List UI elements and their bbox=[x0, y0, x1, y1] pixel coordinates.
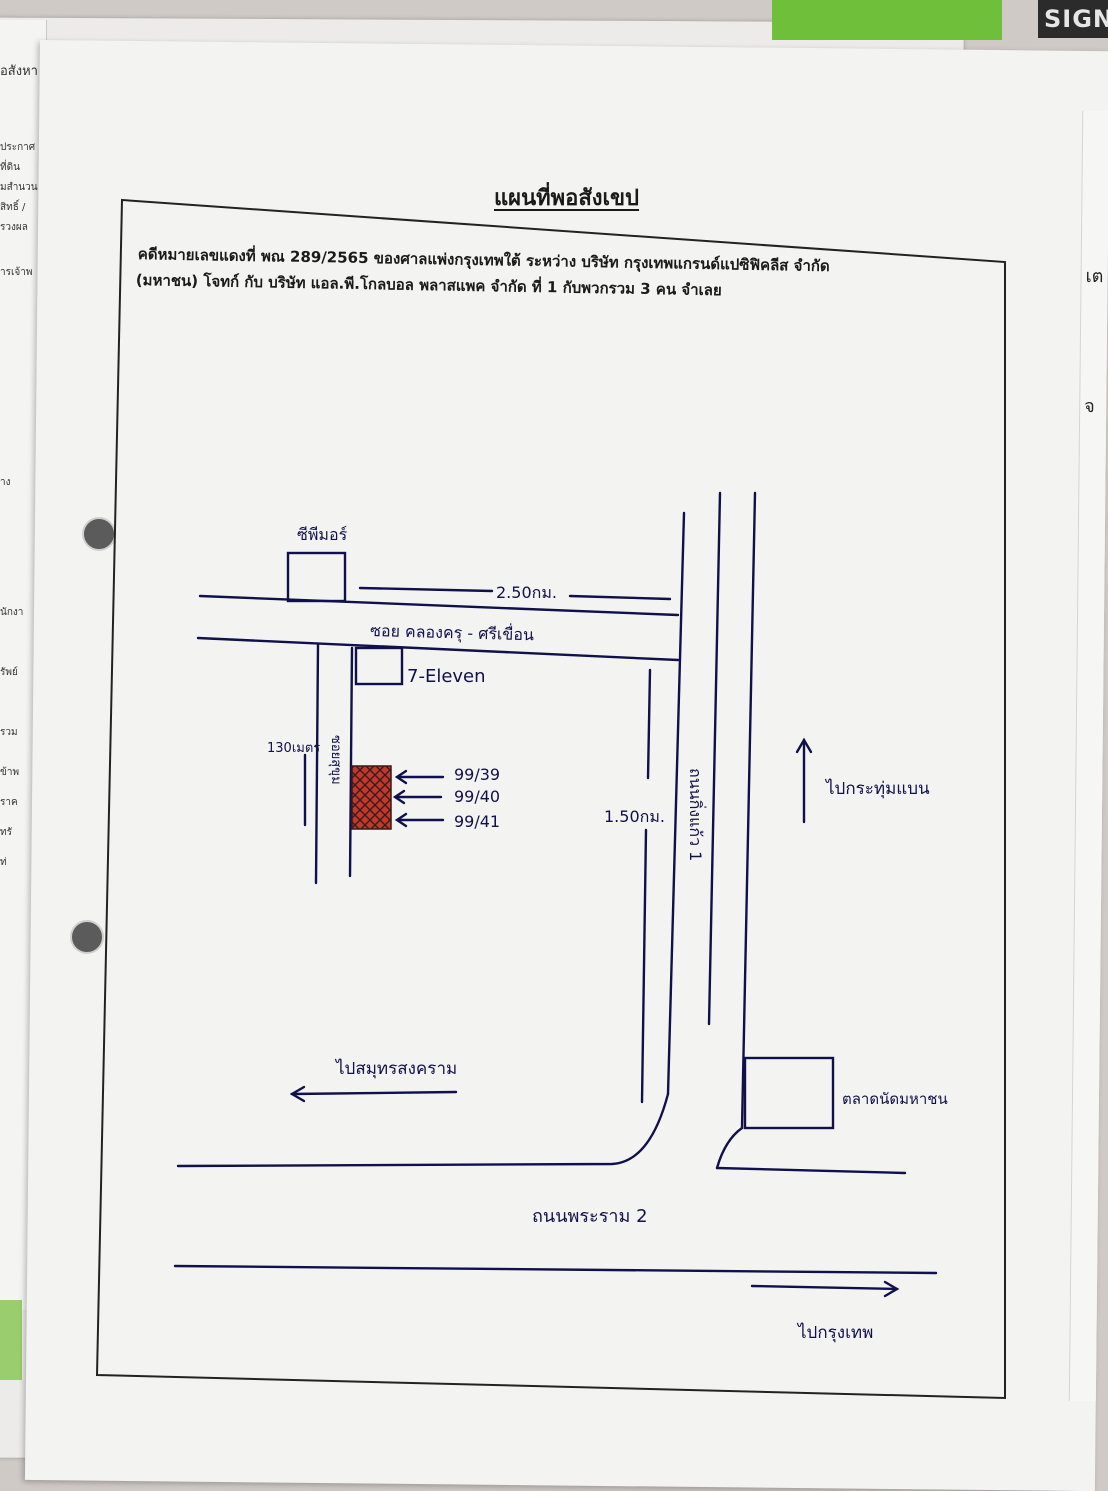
label-to-west: ไปสมุทรสงคราม bbox=[334, 1058, 457, 1079]
main-road-east-edge bbox=[707, 491, 722, 1026]
main-road-far-east-edge bbox=[740, 491, 757, 1130]
label-top-store: ซีพีมอร์ bbox=[297, 525, 348, 544]
sign-tag: SIGN bbox=[1038, 0, 1108, 38]
left-edge-text: นักงา bbox=[0, 607, 24, 618]
left-edge-text: ทรั bbox=[0, 827, 12, 838]
main-distance-line-b bbox=[640, 828, 648, 1104]
top-distance-line-a bbox=[358, 586, 494, 593]
left-edge-text: รวงผล bbox=[0, 222, 28, 233]
left-edge-text: รัพย์ bbox=[0, 667, 18, 678]
label-house-2: 99/40 bbox=[454, 787, 500, 806]
left-edge-text: ท่ bbox=[0, 857, 7, 868]
main-road-curve bbox=[176, 1092, 670, 1168]
main-road-west-edge bbox=[666, 511, 686, 1096]
left-edge-text: าง bbox=[0, 477, 11, 488]
left-edge-text: มสำนวน bbox=[0, 182, 38, 193]
punch-hole-top bbox=[82, 517, 116, 551]
cp-more-building bbox=[286, 551, 347, 603]
seven-eleven-building bbox=[354, 646, 404, 686]
green-folder-top bbox=[772, 0, 1002, 40]
label-to-east: ไปกรุงเทพ bbox=[796, 1322, 873, 1343]
label-market: ตลาดนัดมหาชน bbox=[842, 1090, 948, 1108]
main-road-east-curve bbox=[715, 1126, 744, 1170]
label-soi-top: ซอย คลองครุ - ศรีเขื่อน bbox=[370, 619, 534, 645]
top-road-south-edge bbox=[196, 636, 680, 662]
label-distance-top: 2.50กม. bbox=[496, 583, 557, 602]
side-road-east-edge bbox=[348, 646, 354, 878]
left-edge-text: อสังหา bbox=[0, 64, 38, 79]
label-main-road: ถนนกิ่งแก้ว 1 bbox=[686, 768, 707, 861]
label-bottom-road: ถนนพระราม 2 bbox=[532, 1206, 648, 1227]
label-side-soi: ซอยสุขุม bbox=[328, 735, 343, 785]
side-road-west-edge bbox=[314, 643, 320, 885]
arrow-west bbox=[290, 1090, 458, 1096]
market-frontage-line bbox=[715, 1166, 907, 1175]
left-edge-text: ที่ดิน bbox=[0, 162, 20, 173]
label-to-north: ไปกระทุ่มแบน bbox=[824, 778, 930, 799]
label-main-distance: 1.50กม. bbox=[604, 807, 665, 826]
map-title: แผนที่พอสังเขป bbox=[494, 186, 640, 211]
left-edge-text: ประกาศ bbox=[0, 142, 36, 153]
market-building bbox=[743, 1056, 835, 1130]
subject-property bbox=[351, 765, 392, 830]
top-distance-line-b bbox=[568, 594, 672, 601]
punch-hole-bottom bbox=[70, 920, 104, 954]
main-distance-line-a bbox=[646, 668, 652, 780]
left-edge-text: ราค bbox=[0, 797, 18, 808]
green-folder-edge bbox=[0, 1300, 22, 1380]
left-edge-text: รวม bbox=[0, 727, 18, 738]
left-edge-text: สิทธิ์ / bbox=[0, 202, 26, 213]
arrow-east bbox=[750, 1284, 899, 1291]
label-side-distance: 130เมตร bbox=[267, 741, 320, 756]
label-seven-eleven: 7-Eleven bbox=[407, 666, 486, 687]
top-road-north-edge bbox=[198, 594, 680, 617]
left-edge-text: ารเจ้าพ bbox=[0, 267, 33, 278]
map-frame bbox=[95, 198, 1006, 1400]
label-house-1: 99/39 bbox=[454, 765, 500, 784]
bottom-road-south-edge bbox=[173, 1264, 938, 1275]
label-house-3: 99/41 bbox=[454, 812, 500, 831]
left-edge-text: ข้าพ bbox=[0, 767, 20, 778]
